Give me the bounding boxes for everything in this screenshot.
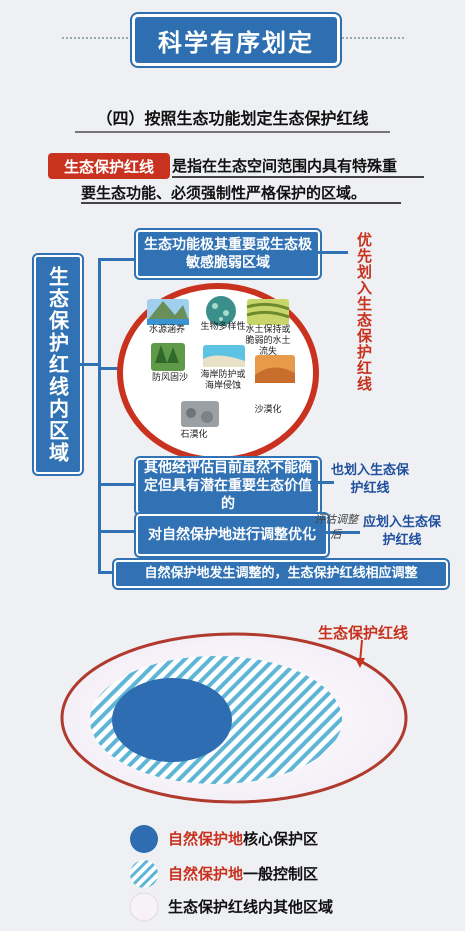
- desert-icon: [255, 355, 295, 383]
- legend-other: 生态保护红线内其他区域: [168, 896, 333, 917]
- connector-b2: [98, 483, 134, 486]
- picture-label-desert: 沙漠化: [254, 405, 282, 415]
- definition-line-1: 是指在生态空间范围内具有特殊重: [172, 157, 398, 175]
- connector-trunk: [98, 258, 101, 573]
- picture-label-rock: 石漠化: [180, 430, 208, 440]
- picture-label-water: 水源涵养: [148, 325, 185, 335]
- priority-note: 优先划入生态保护红线: [355, 232, 373, 392]
- legend-general-key: 自然保护地: [168, 865, 244, 883]
- banner-title: 科学有序划定: [132, 14, 340, 66]
- branch-important-area: 生态功能极其重要或生态极敏感脆弱区域: [136, 230, 320, 278]
- legend-core: 自然保护地核心保护区: [168, 828, 318, 849]
- zone-diagram: [60, 632, 408, 804]
- after-assessment-note: 评估调整后: [314, 513, 358, 541]
- ecology-pictures: [147, 296, 295, 427]
- term-badge: 生态保护红线: [48, 153, 170, 179]
- legend-general-swatch: [130, 860, 158, 888]
- red-line-area-label: 生态保护红线内区域: [34, 255, 82, 474]
- definition-underline-2: [81, 202, 401, 204]
- outer-boundary-label: 生态保护红线: [318, 624, 409, 642]
- legend-core-swatch: [130, 825, 158, 853]
- connector-main: [80, 363, 100, 366]
- core-protection-zone: [112, 678, 232, 762]
- legend-general-rest: 一般控制区: [243, 865, 319, 883]
- picture-label-coast: 海岸防护或海岸侵蚀: [200, 370, 246, 391]
- outer-label-arrowhead: [355, 658, 365, 668]
- coast-icon: [203, 345, 245, 367]
- definition-underline-1: [172, 176, 424, 178]
- biodiversity-icon: [206, 296, 236, 326]
- picture-label-soil: 水土保持或脆弱的水土流失: [245, 325, 291, 357]
- branch-potential-value: 其他经评估目前虽然不能确定但具有潜在重要生态价值的: [136, 458, 320, 514]
- connector-b3: [98, 530, 134, 533]
- terrace-icon: [246, 299, 290, 325]
- legend-core-key: 自然保护地: [168, 830, 244, 848]
- connector-b1-note: [310, 251, 348, 254]
- definition-line-2: 要生态功能、必须强制性严格保护的区域。: [81, 184, 367, 202]
- connector-b4: [98, 571, 112, 574]
- decorative-dots-left: [62, 37, 128, 39]
- connector-b1: [98, 258, 134, 261]
- mountain-lake-icon: [147, 299, 189, 325]
- rock-icon: [181, 401, 219, 427]
- should-include-note: 应划入生态保护红线: [362, 515, 441, 548]
- branch-adjust-accordingly: 自然保护地发生调整的，生态保护红线相应调整: [114, 560, 448, 588]
- decorative-dots-right: [338, 37, 404, 39]
- legend-general: 自然保护地一般控制区: [168, 863, 318, 884]
- branch-adjust-protected: 对自然保护地进行调整优化: [136, 514, 328, 556]
- legend-other-swatch: [129, 892, 159, 922]
- connector-pics: [98, 367, 120, 370]
- section-underline: [75, 131, 390, 133]
- also-include-note: 也划入生态保护红线: [330, 463, 409, 496]
- connector-b2-note: [310, 481, 334, 484]
- picture-label-sand: 防风固沙: [151, 373, 188, 383]
- connector-b3-note: [310, 531, 360, 534]
- section-title: （四）按照生态功能划定生态保护红线: [96, 109, 369, 128]
- forest-icon: [151, 343, 185, 371]
- picture-label-biodiversity: 生物多样性: [200, 322, 246, 332]
- legend-other-rest: 生态保护红线内其他区域: [168, 898, 334, 916]
- legend-core-rest: 核心保护区: [243, 830, 319, 848]
